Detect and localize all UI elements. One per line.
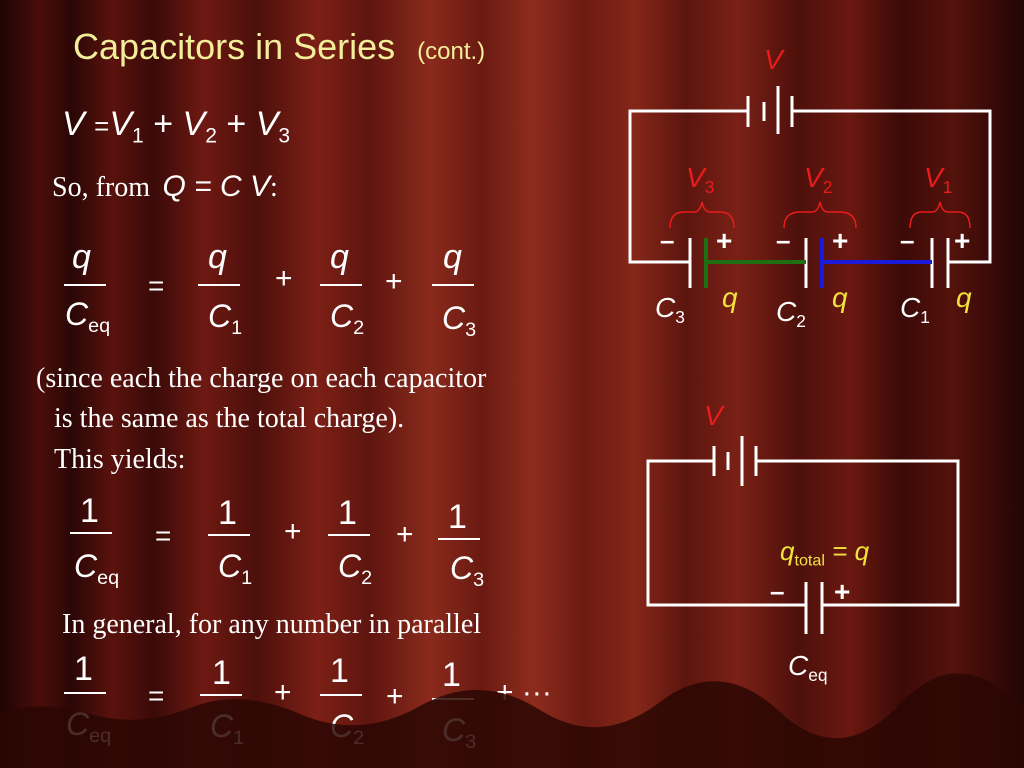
fraction-bar [432, 284, 474, 286]
ceq-label: Ceq [788, 650, 828, 686]
title-main: Capacitors in Series [73, 26, 396, 67]
ground-silhouette [0, 673, 1024, 768]
v3-label: V3 [686, 162, 715, 198]
series-circuit [628, 86, 992, 288]
general-text: In general, for any number in parallel [62, 609, 482, 640]
eq-battery-voltage-label: V [704, 400, 723, 431]
c2-plus: + [832, 225, 849, 256]
fraction-bar [320, 694, 362, 696]
ceq-minus: – [770, 576, 785, 606]
battery-voltage-label: V [764, 44, 783, 75]
v1-label: V1 [924, 162, 953, 198]
fraction-bar [198, 284, 240, 286]
c2-charge: q [832, 282, 848, 313]
fraction-bar [64, 692, 106, 694]
c1-minus: – [900, 225, 915, 255]
ceq-plus: + [834, 576, 851, 607]
fraction-bar [438, 538, 480, 540]
voltage-sum-equation: V =V1 + V2 + V3 [62, 105, 291, 148]
c1-label: C1 [900, 292, 930, 328]
c1-charge: q [956, 282, 972, 313]
c3-label: C3 [655, 292, 685, 328]
note-line-1: (since each the charge on each capacitor [36, 363, 487, 394]
c3-minus: – [660, 225, 675, 255]
title-suffix: (cont.) [417, 38, 486, 65]
c2-minus: – [776, 225, 791, 255]
v2-label: V2 [804, 162, 833, 198]
c2-label: C2 [776, 296, 806, 332]
equivalent-circuit [646, 436, 960, 634]
so-from-line: So, from Q = C V: [52, 170, 278, 203]
note-line-3: This yields: [54, 444, 186, 475]
c3-charge: q [722, 282, 738, 313]
qtotal-label: qtotal = q [780, 536, 870, 570]
fraction-bar [200, 694, 242, 696]
c3-plus: + [716, 225, 733, 256]
fraction-bar [208, 534, 250, 536]
fraction-bar [328, 534, 370, 536]
note-line-2: is the same as the total charge). [54, 403, 405, 434]
fraction-bar [320, 284, 362, 286]
fraction-bar [70, 532, 112, 534]
c1-plus: + [954, 225, 971, 256]
slide-title: Capacitors in Series (cont.) [73, 26, 485, 68]
fraction-bar [64, 284, 106, 286]
